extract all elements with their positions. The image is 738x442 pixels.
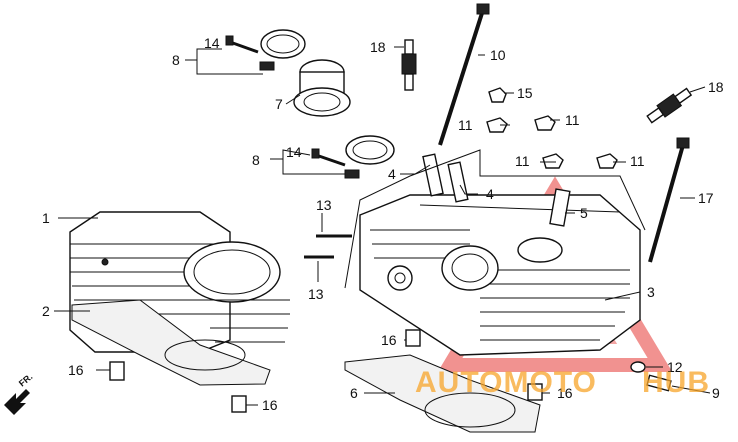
label-11c: 11 <box>515 153 530 169</box>
label-11d: 11 <box>630 153 645 169</box>
label-16b: 16 <box>262 397 278 413</box>
label-18b: 18 <box>708 79 724 95</box>
label-1: 1 <box>42 210 50 226</box>
hose-clamp-upper <box>259 29 306 71</box>
valve-guide-a <box>422 153 444 197</box>
label-12: 12 <box>667 359 683 375</box>
label-8b: 8 <box>252 152 260 168</box>
watermark-text-hub: HUB <box>642 366 710 399</box>
label-17: 17 <box>698 190 714 206</box>
label-7: 7 <box>275 96 283 112</box>
label-14b: 14 <box>286 144 302 160</box>
label-16a: 16 <box>68 362 84 378</box>
watermark-text-main: AUTOMOTO <box>415 366 597 399</box>
label-11b: 11 <box>565 112 580 128</box>
clamp-screw-lower <box>311 148 346 167</box>
leader-lines <box>54 46 711 406</box>
cap-nut-11-d <box>596 153 618 169</box>
label-13a: 13 <box>316 197 332 213</box>
label-4a: 4 <box>388 166 396 182</box>
label-3: 3 <box>647 284 655 300</box>
label-18a: 18 <box>370 39 386 55</box>
label-9: 9 <box>712 385 720 401</box>
cap-nut-15 <box>488 87 507 103</box>
cap-nut-11-b <box>534 115 556 131</box>
cylinder-head <box>359 194 641 356</box>
label-10: 10 <box>490 47 506 63</box>
stud-bolt-17 <box>648 137 690 263</box>
front-label: FR. <box>17 372 35 389</box>
stud-bolt-10 <box>438 3 490 146</box>
cap-nut-11-c <box>542 153 564 169</box>
dowel-16-a <box>109 361 125 381</box>
label-5: 5 <box>580 205 588 221</box>
plug-5 <box>549 188 571 227</box>
label-15: 15 <box>517 85 533 101</box>
clamp-screw-upper <box>225 35 259 54</box>
cap-nut-11-a <box>486 117 508 133</box>
intake-tube <box>293 59 351 117</box>
spark-plug-left <box>401 39 417 91</box>
callout-labels: 1 2 3 4 4 5 6 7 8 8 9 10 11 11 11 11 12 … <box>42 35 724 413</box>
label-13b: 13 <box>308 286 324 302</box>
label-14a: 14 <box>204 35 220 51</box>
label-11a: 11 <box>458 117 473 133</box>
valve-guide-b <box>447 161 469 203</box>
dowel-16-c <box>405 329 421 347</box>
spark-plug-right <box>646 87 693 124</box>
label-16d: 16 <box>557 385 573 401</box>
bolt-9 <box>646 374 672 392</box>
dowel-16-b <box>231 395 247 413</box>
gasket-left <box>71 299 271 386</box>
watermark-text: AUTOMOTO HUB <box>415 366 710 399</box>
gasket-right <box>344 354 541 433</box>
dowel-16-d <box>527 383 543 401</box>
label-2: 2 <box>42 303 50 319</box>
label-6: 6 <box>350 385 358 401</box>
front-direction-arrow: FR. <box>4 372 34 415</box>
label-8a: 8 <box>172 52 180 68</box>
label-4b: 4 <box>486 186 494 202</box>
washer-12 <box>630 361 646 373</box>
label-16c: 16 <box>381 332 397 348</box>
hose-clamp-lower <box>344 135 395 179</box>
